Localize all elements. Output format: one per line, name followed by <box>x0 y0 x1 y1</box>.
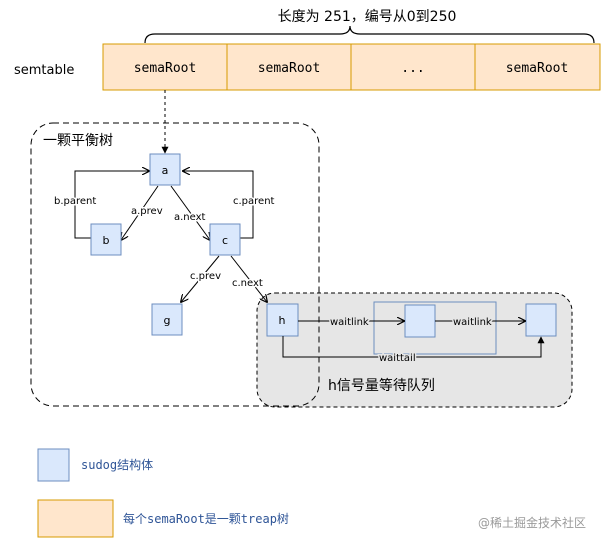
queue-inner-frame <box>373 301 497 355</box>
legend-label-semaroot: 每个semaRoot是一颗treap树 <box>123 511 289 526</box>
queue-group-label: h信号量等待队列 <box>328 377 435 394</box>
semtable-label: semtable <box>14 63 74 78</box>
node-c: c <box>209 223 241 256</box>
edge-label-a-prev: a.prev <box>131 206 163 217</box>
legend-item-sudog: sudog结构体 <box>37 448 153 482</box>
table-cell: semaRoot <box>506 61 569 76</box>
node-a: a <box>149 153 181 186</box>
length-label: 长度为 251，编号从0到250 <box>278 9 457 25</box>
edge-label-waitlink-1: waitlink <box>330 317 369 328</box>
node-g: g <box>151 303 183 336</box>
tree-group-label: 一颗平衡树 <box>43 133 113 149</box>
semtable: semaRoot semaRoot ... semaRoot <box>102 43 601 91</box>
watermark: @稀土掘金技术社区 <box>478 515 586 530</box>
queue-node-3 <box>525 303 557 337</box>
edge-c-parent <box>183 171 254 239</box>
legend-swatch-semaroot <box>37 499 114 538</box>
edge-label-waitlink-2: waitlink <box>453 317 492 328</box>
edge-b-parent <box>74 171 149 239</box>
edge-c-next <box>230 255 267 302</box>
edge-c-prev <box>181 255 220 302</box>
edge-label-b-parent: b.parent <box>54 196 96 207</box>
edge-label-c-next: c.next <box>232 278 263 289</box>
node-b-label: b <box>103 234 110 247</box>
node-h-label: h <box>279 314 286 327</box>
queue-node-2 <box>404 304 436 338</box>
legend-item-semaroot: 每个semaRoot是一颗treap树 <box>37 499 289 538</box>
edge-waittail <box>282 336 545 358</box>
node-b: b <box>90 223 122 256</box>
node-a-label: a <box>162 164 169 177</box>
edge-label-a-next: a.next <box>174 212 206 223</box>
legend-label-sudog: sudog结构体 <box>81 457 153 472</box>
table-cell: semaRoot <box>258 61 321 76</box>
table-cell: semaRoot <box>134 61 197 76</box>
tree-group <box>30 122 320 407</box>
node-h: h <box>266 303 299 337</box>
edge-a-next <box>170 185 210 240</box>
node-g-label: g <box>164 314 171 327</box>
edge-label-c-parent: c.parent <box>233 196 275 207</box>
legend-swatch-sudog <box>37 448 70 482</box>
edge-label-c-prev: c.prev <box>190 271 221 282</box>
node-c-label: c <box>222 234 228 247</box>
edge-a-prev <box>121 185 159 240</box>
table-cell: ... <box>401 61 424 76</box>
edge-label-waittail: waittail <box>379 353 416 364</box>
length-brace <box>144 25 595 44</box>
